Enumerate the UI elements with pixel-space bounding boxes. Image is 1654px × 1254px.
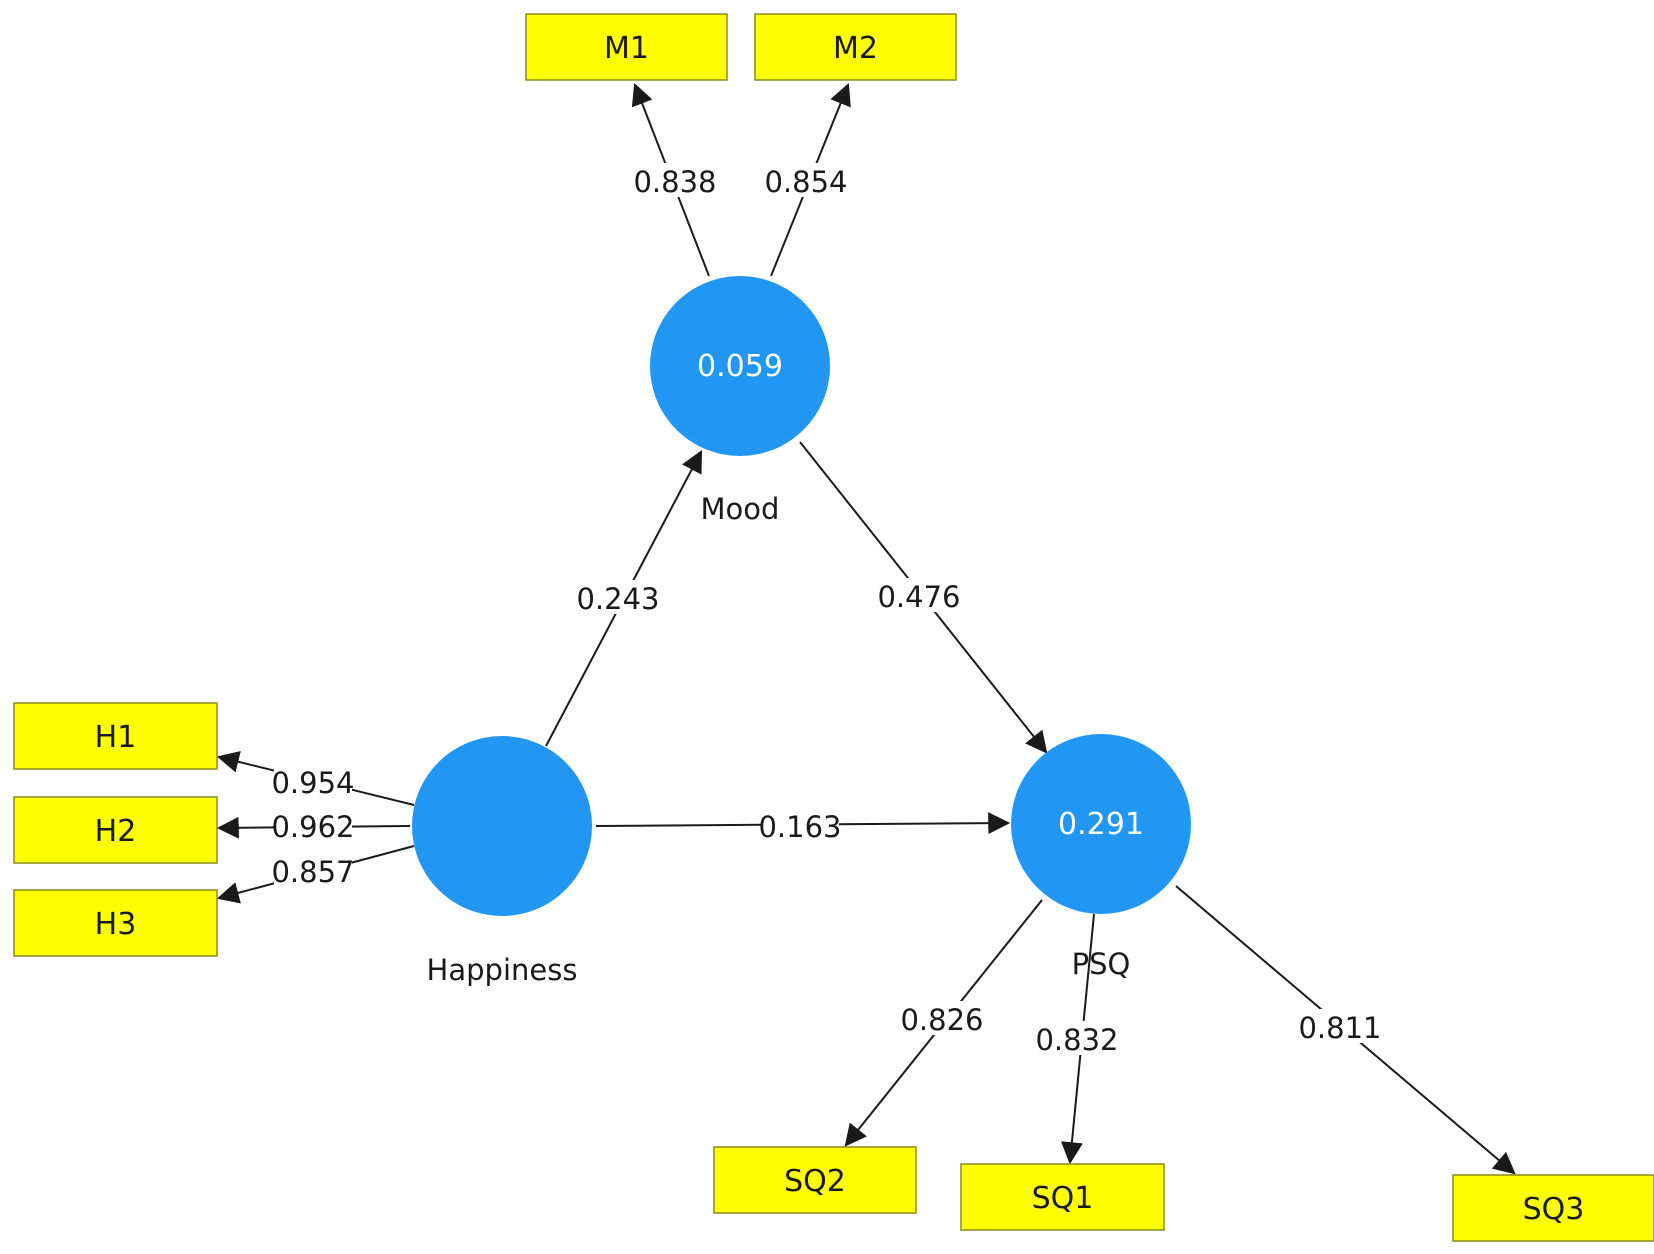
- loading-value-psq-sq1-bg: [1038, 1021, 1116, 1055]
- latent-psq-r-squared: 0.291: [1058, 807, 1144, 842]
- path-coefficient-mood-psq: 0.476: [877, 580, 960, 614]
- indicator-h3-box[interactable]: [13, 889, 218, 957]
- loading-value-happiness-h2-bg: [274, 808, 352, 842]
- indicator-sq2-box[interactable]: [713, 1146, 917, 1214]
- path-coefficient-happiness-psq-bg: [761, 808, 839, 842]
- indicator-sq3-box[interactable]: [1452, 1174, 1654, 1242]
- loading-value-mood-m2-bg: [767, 163, 845, 197]
- loading-value-psq-sq2: 0.826: [900, 1003, 983, 1037]
- indicator-m1-box[interactable]: [525, 13, 728, 81]
- loading-value-happiness-h3-bg: [274, 853, 352, 887]
- loading-value-psq-sq3-bg: [1301, 1009, 1379, 1043]
- latent-psq-circle[interactable]: [1011, 734, 1191, 914]
- path-coefficient-happiness-psq: 0.163: [758, 810, 841, 844]
- indicator-sq1-box[interactable]: [960, 1163, 1165, 1231]
- loading-value-happiness-h1-bg: [274, 764, 352, 798]
- loading-value-happiness-h3: 0.857: [271, 855, 354, 889]
- latent-psq-name: PSQ: [1072, 947, 1131, 981]
- path-coefficient-happiness-mood: 0.243: [576, 582, 659, 616]
- indicator-h2-label: H2: [95, 814, 137, 849]
- indicator-sq2-label: SQ2: [784, 1164, 846, 1199]
- loading-value-psq-sq3: 0.811: [1298, 1011, 1381, 1045]
- loading-value-mood-m1: 0.838: [633, 165, 716, 199]
- indicator-h1-box[interactable]: [13, 702, 218, 770]
- indicator-h3-label: H3: [95, 907, 137, 942]
- loading-value-psq-sq2-bg: [903, 1001, 981, 1035]
- loading-value-happiness-h2: 0.962: [271, 810, 354, 844]
- latent-happiness-name: Happiness: [427, 953, 578, 987]
- loading-value-mood-m2: 0.854: [764, 165, 847, 199]
- loading-value-psq-sq1: 0.832: [1035, 1023, 1118, 1057]
- path-coefficient-mood-psq-bg: [880, 578, 958, 612]
- latent-happiness-circle[interactable]: [412, 736, 592, 916]
- indicator-h2-box[interactable]: [13, 796, 218, 864]
- path-coefficient-happiness-mood-bg: [579, 580, 657, 614]
- latent-mood-r-squared: 0.059: [697, 349, 783, 384]
- indicator-h1-label: H1: [95, 720, 137, 755]
- indicator-m2-label: M2: [833, 31, 878, 66]
- labels-layer: 0.243 0.476 0.163 0.838 0.854 0.954 0.962 0.857…: [271, 163, 1382, 1057]
- indicator-sq3-label: SQ3: [1523, 1192, 1585, 1227]
- loading-value-happiness-h1: 0.954: [271, 766, 354, 800]
- indicator-m2-box[interactable]: [754, 13, 957, 81]
- indicator-m1-label: M1: [604, 31, 649, 66]
- latent-mood-circle[interactable]: [650, 276, 830, 456]
- loading-value-mood-m1-bg: [636, 163, 714, 197]
- latent-mood-name: Mood: [701, 492, 780, 526]
- indicator-sq1-label: SQ1: [1032, 1181, 1094, 1216]
